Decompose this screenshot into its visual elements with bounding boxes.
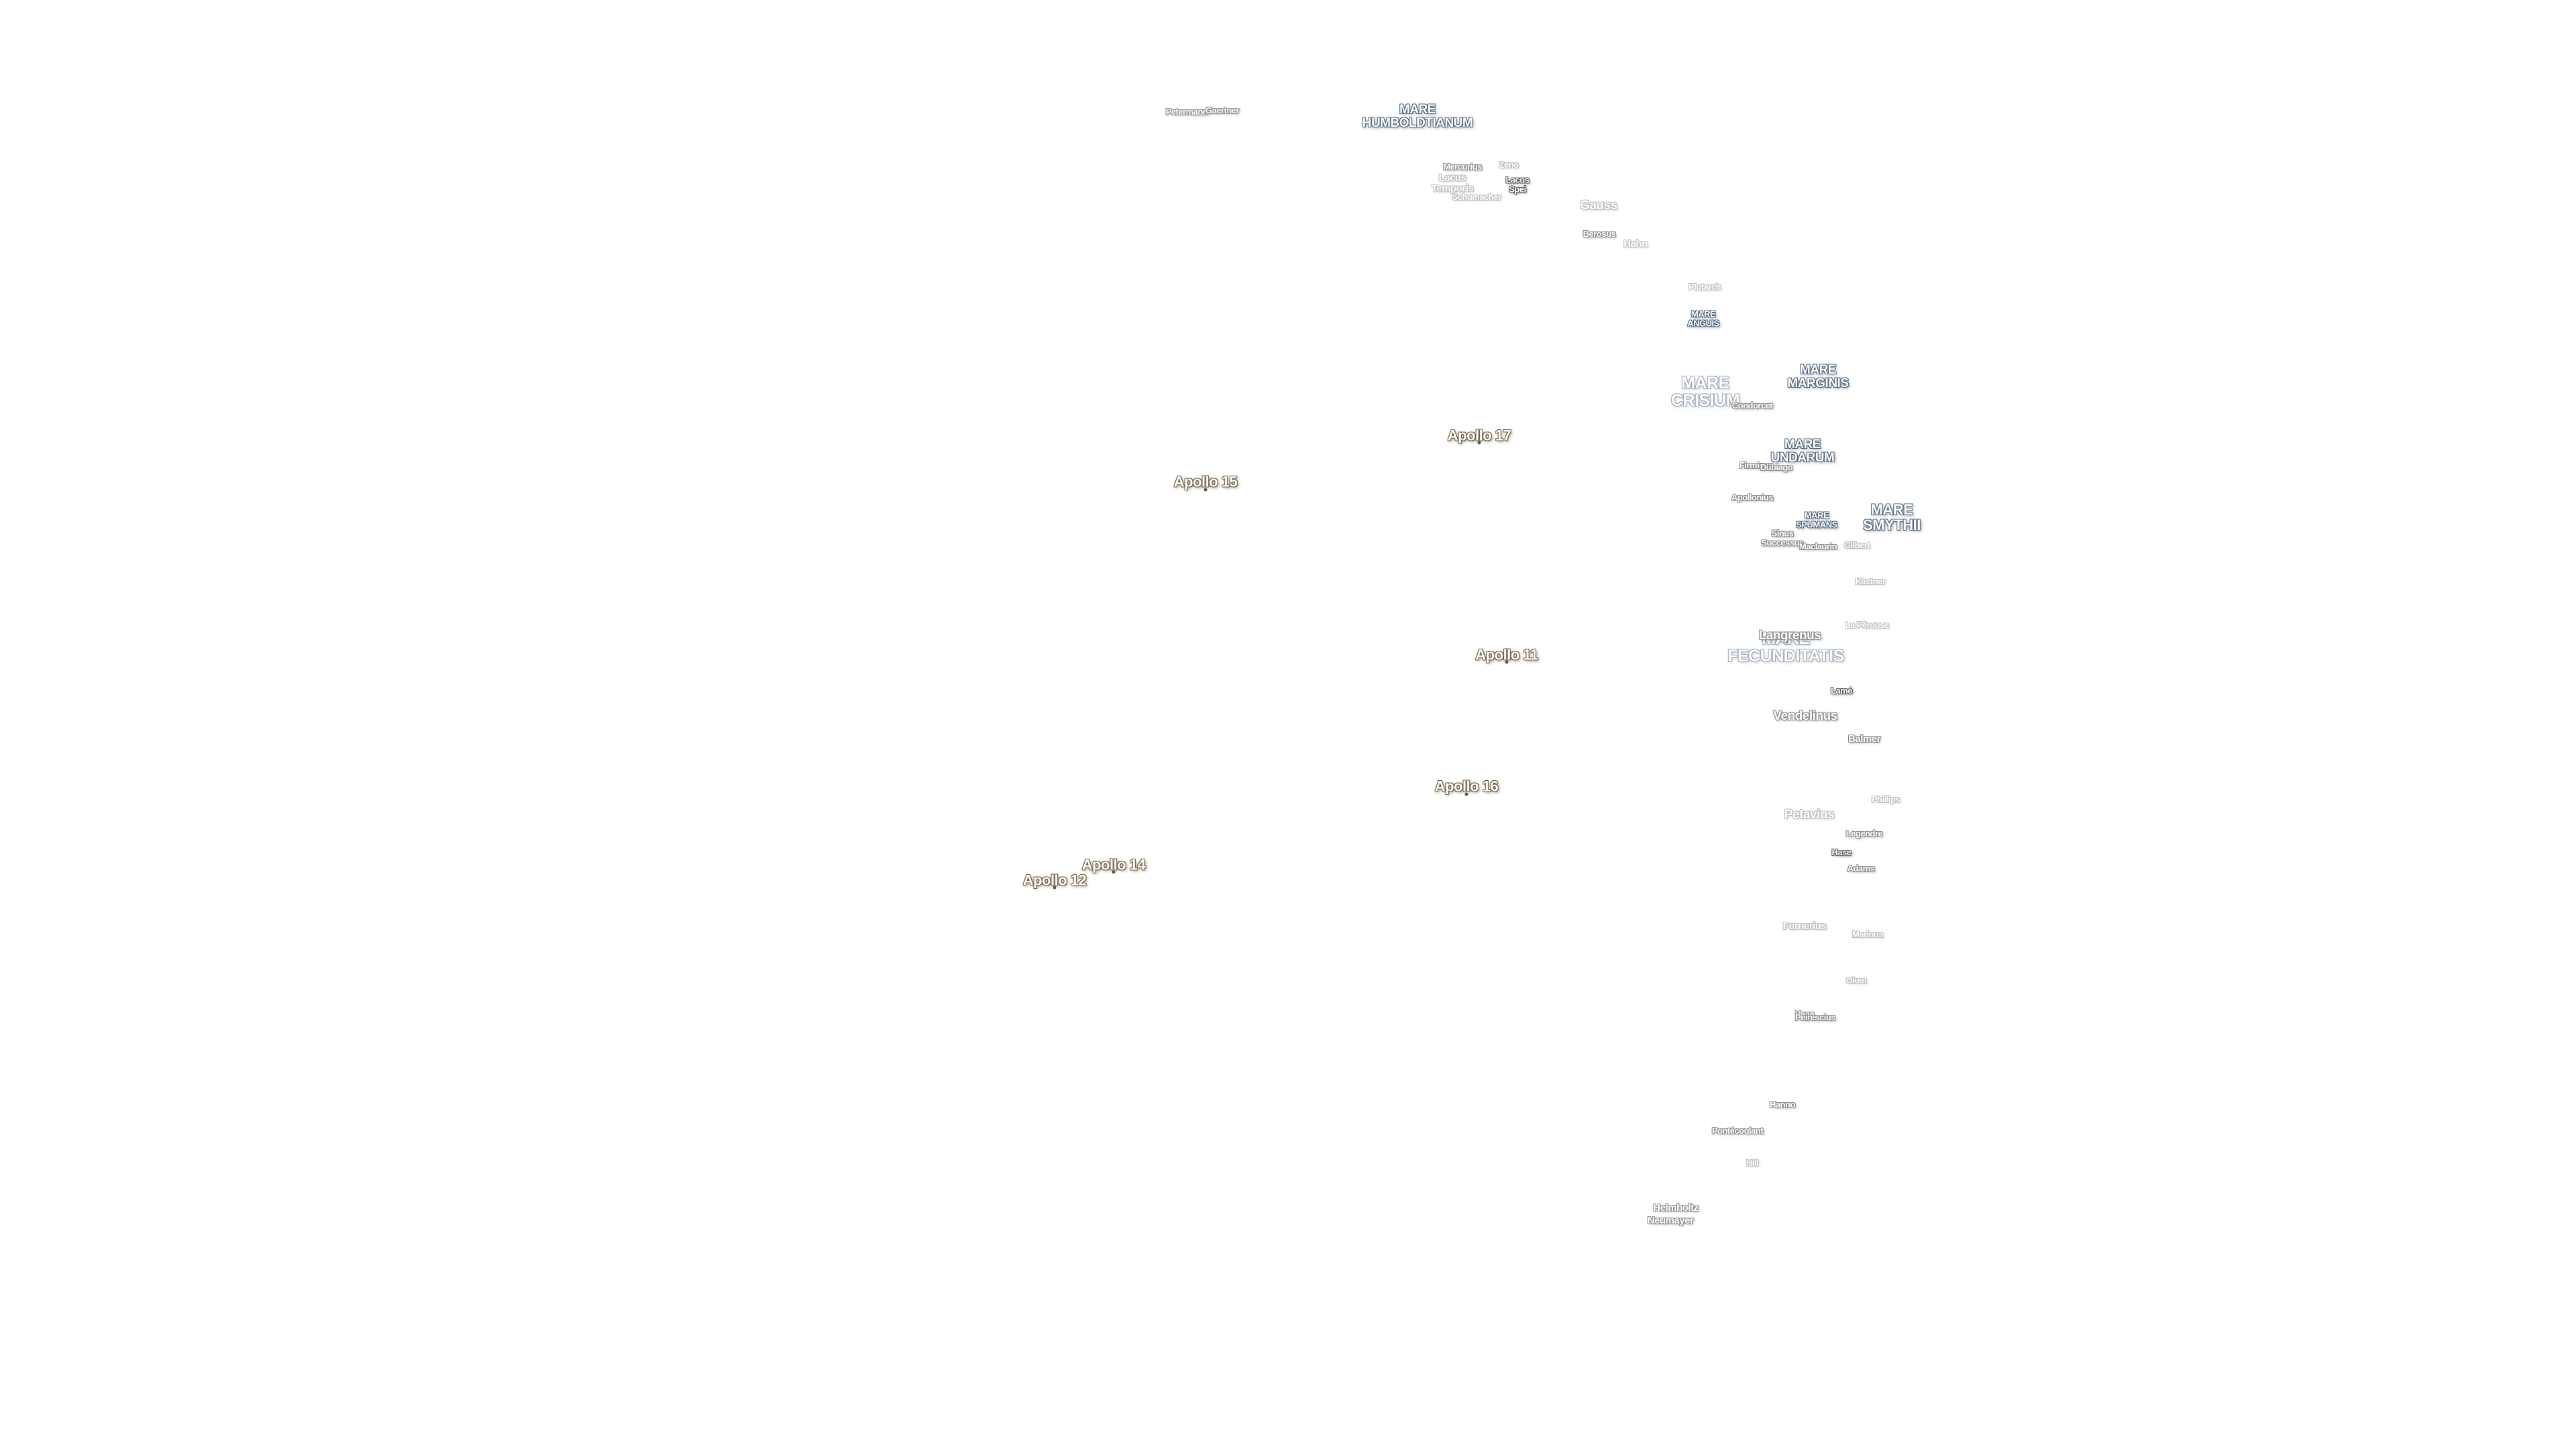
crater-sinus-successus-label[interactable]: Sinus Successus [1761, 528, 1804, 547]
apollo-16-marker-icon[interactable] [1464, 792, 1468, 796]
mare-fecunditatis-label[interactable]: MARE FECUNDITATIS [1727, 629, 1844, 665]
crater-firmicus-label[interactable]: Firmicus [1739, 460, 1774, 471]
mare-undarum-label[interactable]: MARE UNDARUM [1770, 437, 1835, 465]
crater-condorcet-label[interactable]: Condorcet [1731, 400, 1773, 411]
mare-spumans-label[interactable]: MARE SPUMANS [1796, 510, 1837, 529]
crater-petavius-label[interactable]: Petavius [1784, 808, 1835, 822]
crater-zeno-label[interactable]: Zeno [1499, 160, 1519, 170]
crater-lacus-temporis-label[interactable]: Lacus Temporis [1431, 172, 1474, 194]
mare-humboldtianum-label[interactable]: MARE HUMBOLDTIANUM [1362, 103, 1473, 130]
apollo-12-marker-icon[interactable] [1053, 885, 1057, 890]
mare-anguis-label[interactable]: MARE ANGUIS [1687, 309, 1719, 328]
crater-helmholtz-label[interactable]: Helmholtz [1653, 1202, 1699, 1214]
apollo-17-marker-icon[interactable] [1477, 441, 1481, 445]
apollo-15-marker-icon[interactable] [1203, 488, 1208, 492]
crater-kastner-label[interactable]: Kästner [1855, 576, 1886, 587]
crater-hill-label[interactable]: Hill [1746, 1158, 1759, 1169]
crater-balmer-label[interactable]: Balmer [1848, 733, 1880, 745]
crater-marinus-label[interactable]: Marinus [1851, 929, 1884, 940]
crater-plutarch-label[interactable]: Plutarch [1688, 282, 1721, 292]
crater-oken-label[interactable]: Oken [1845, 975, 1867, 986]
apollo-16-label[interactable]: Apollo 16 [1434, 777, 1499, 795]
crater-berosus-label[interactable]: Berosus [1582, 229, 1616, 239]
crater-gaertner-label[interactable]: Gaertner [1205, 105, 1240, 116]
crater-vendelinus-label[interactable]: Vendelinus [1773, 709, 1837, 724]
crater-neumayer-label[interactable]: Neumayer [1647, 1215, 1694, 1227]
apollo-12-label[interactable]: Apollo 12 [1022, 871, 1087, 889]
crater-petermann-label[interactable]: Petermann [1165, 107, 1208, 117]
mare-crisium-label[interactable]: MARE CRISIUM [1670, 373, 1740, 410]
apollo-11-marker-icon[interactable] [1505, 660, 1509, 664]
mare-marginis-label[interactable]: MARE MARGINIS [1787, 363, 1849, 390]
crater-pontecoulant-label[interactable]: Pontécoulant [1711, 1126, 1764, 1136]
crater-legendre-label[interactable]: Legendre [1845, 828, 1883, 839]
crater-langrenus-label[interactable]: Langrenus [1758, 629, 1821, 643]
crater-vega-label[interactable]: Vega [1794, 1009, 1815, 1020]
crater-hase-label[interactable]: Hase [1831, 847, 1851, 858]
crater-adams-label[interactable]: Adams [1847, 863, 1875, 874]
crater-lacus-spei-label[interactable]: Lacus Spei [1505, 174, 1529, 194]
mare-smythii-label[interactable]: MARE SMYTHII [1863, 500, 1921, 533]
apollo-15-label[interactable]: Apollo 15 [1173, 473, 1238, 490]
crater-mercurius-label[interactable]: Mercurius [1443, 162, 1482, 172]
crater-phillips-label[interactable]: Phillips [1871, 794, 1900, 805]
crater-lame-label[interactable]: Lamé [1831, 686, 1852, 696]
crater-peirescius-label[interactable]: Peirescius [1794, 1012, 1836, 1023]
crater-furnerius-label[interactable]: Furnerius [1782, 920, 1827, 932]
crater-dubiago-label[interactable]: Dubiago [1760, 462, 1793, 473]
apollo-17-label[interactable]: Apollo 17 [1447, 427, 1511, 444]
apollo-11-label[interactable]: Apollo 11 [1475, 646, 1538, 663]
crater-gauss-label[interactable]: Gauss [1580, 199, 1617, 213]
crater-hahn-label[interactable]: Hahn [1623, 238, 1648, 250]
crater-gilbert-label[interactable]: Gilbert [1843, 540, 1870, 551]
crater-schumacher-label[interactable]: Schumacher [1452, 192, 1501, 203]
crater-la-perouse-label[interactable]: La Pérouse [1845, 620, 1889, 631]
crater-maclaurin-label[interactable]: Maclaurin [1799, 541, 1837, 552]
crater-hanno-label[interactable]: Hanno [1770, 1099, 1795, 1110]
apollo-14-marker-icon[interactable] [1112, 870, 1116, 874]
crater-apollonius-label[interactable]: Apollonius [1731, 492, 1774, 503]
apollo-14-label[interactable]: Apollo 14 [1081, 856, 1146, 873]
